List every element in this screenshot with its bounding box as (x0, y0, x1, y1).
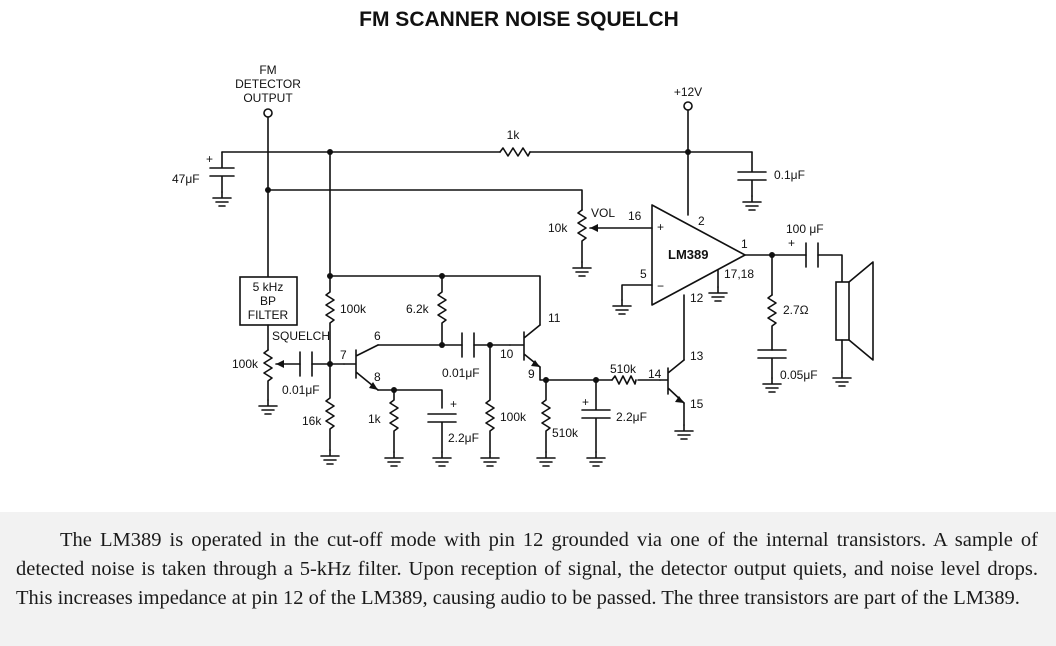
volume-pot-10k (572, 209, 653, 277)
label-100k-a: 100k (340, 302, 367, 316)
label-0-05uf: 0.05μF (780, 368, 818, 382)
lm389-amplifier: LM389 + − (651, 204, 746, 306)
bp-filter-5khz: 5 kHz BP FILTER (239, 276, 298, 326)
transistor-q3 (659, 359, 685, 404)
wire-pin5 (621, 284, 653, 301)
transistor-q2 (509, 324, 541, 368)
circuit-schematic: FM SCANNER NOISE SQUELCH FM DETECTOR OUT… (172, 8, 874, 467)
svg-text:OUTPUT: OUTPUT (243, 91, 293, 105)
resistor-1k-top (499, 147, 531, 157)
wire-q1-emitter (377, 389, 443, 409)
label-2-7ohm: 2.7Ω (783, 303, 809, 317)
squelch-pot-100k (258, 349, 345, 415)
svg-text:BP: BP (260, 294, 276, 308)
label-vol-10k: 10k (548, 221, 568, 235)
label-pin-14: 14 (648, 367, 662, 381)
label-510k-a: 510k (552, 426, 579, 440)
resistor-510k-b (611, 375, 637, 385)
label-0-1uf: 0.1μF (774, 168, 805, 182)
wire-bus-left (329, 151, 541, 326)
label-pin-6: 6 (374, 329, 381, 343)
resistor-510k-a (541, 379, 551, 453)
label-pin-16: 16 (628, 209, 642, 223)
label-pin-9: 9 (528, 367, 535, 381)
label-0-01uf-a: 0.01μF (282, 383, 320, 397)
label-pin-5: 5 (640, 267, 647, 281)
label-100k-b: 100k (500, 410, 527, 424)
svg-text:LM389: LM389 (668, 247, 708, 262)
label-pin-15: 15 (690, 397, 704, 411)
resistor-100k-b (485, 344, 495, 453)
label-pin-10: 10 (500, 347, 514, 361)
svg-text:+: + (788, 236, 795, 250)
transistor-q1 (343, 344, 379, 391)
svg-text:+: + (657, 220, 664, 234)
capacitor-0-1uf (737, 151, 767, 211)
resistor-2-7ohm (767, 294, 777, 351)
label-16k: 16k (302, 414, 322, 428)
capacitor-2-2uf-a: + (427, 397, 457, 467)
capacitor-47uf: + (206, 151, 235, 207)
label-pin-7: 7 (340, 348, 347, 362)
label-pin-17-18: 17,18 (724, 267, 754, 281)
fm-detector-output-label: FM DETECTOR OUTPUT (235, 63, 301, 105)
wire-q2-emitter (539, 366, 661, 381)
svg-text:+: + (450, 397, 457, 411)
resistor-6-2k (437, 275, 447, 346)
label-47uf: 47μF (172, 172, 200, 186)
label-1k-b: 1k (368, 412, 382, 426)
label-pin-11: 11 (548, 311, 561, 325)
svg-text:+: + (582, 395, 589, 409)
label-510k-b: 510k (610, 362, 637, 376)
svg-text:−: − (657, 279, 664, 293)
label-squelch-100k: 100k (232, 357, 259, 371)
label-100uf: 100 μF (786, 222, 824, 236)
label-pin-13: 13 (690, 349, 704, 363)
wire-output (744, 254, 843, 283)
resistor-1k-b (389, 389, 399, 453)
label-vol: VOL (591, 206, 615, 220)
wire-fm-to-vol (267, 151, 583, 211)
label-pin-1: 1 (741, 237, 748, 251)
capacitor-0-01uf-b (461, 332, 475, 358)
svg-text:FM: FM (259, 63, 276, 77)
label-pin-12: 12 (690, 291, 704, 305)
label-supply: +12V (674, 85, 702, 99)
resistor-16k (325, 363, 335, 451)
capacitor-100uf: + (788, 236, 819, 268)
label-6-2k: 6.2k (406, 302, 430, 316)
label-0-01uf-b: 0.01μF (442, 366, 480, 380)
svg-text:FILTER: FILTER (248, 308, 289, 322)
label-1k-top: 1k (507, 128, 521, 142)
label-2-2uf-a: 2.2μF (448, 431, 479, 445)
caption-text: The LM389 is operated in the cut-off mod… (16, 529, 1038, 609)
label-pin-2: 2 (698, 214, 705, 228)
resistor-100k-a (325, 275, 335, 365)
svg-text:DETECTOR: DETECTOR (235, 77, 301, 91)
supply-terminal (683, 101, 693, 111)
svg-text:5 kHz: 5 kHz (253, 280, 284, 294)
label-pin-8: 8 (374, 370, 381, 384)
fm-input-terminal (263, 108, 273, 118)
capacitor-2-2uf-b: + (581, 379, 611, 467)
svg-text:+: + (206, 152, 213, 166)
label-squelch: SQUELCH (272, 329, 330, 343)
speaker (832, 261, 874, 387)
diagram-title: FM SCANNER NOISE SQUELCH (359, 8, 679, 31)
capacitor-0-05uf (757, 349, 787, 393)
label-2-2uf-b: 2.2μF (616, 410, 647, 424)
caption-panel: The LM389 is operated in the cut-off mod… (0, 512, 1056, 646)
